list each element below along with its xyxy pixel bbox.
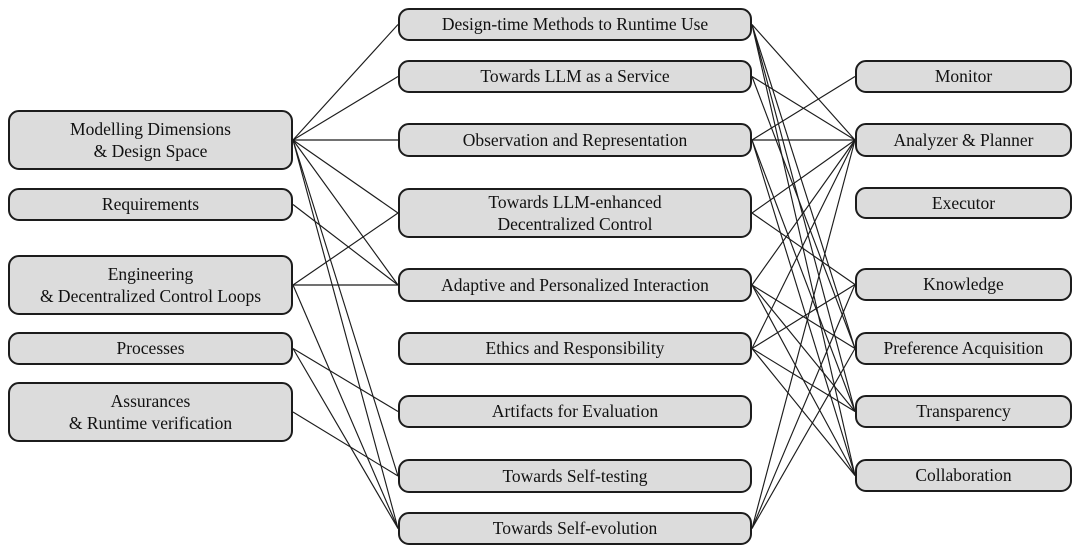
node-label: Assurances: [110, 390, 191, 411]
edge-ethics-and-responsibility--collaboration: [751, 348, 856, 476]
node-label: Observation and Representation: [462, 129, 688, 150]
node-executor: Executor: [855, 187, 1072, 219]
node-label: Preference Acquisition: [883, 338, 1044, 359]
node-collaboration: Collaboration: [855, 459, 1072, 492]
edge-modelling-dimensions-design-space--towards-llm-enhanced-decentralized-control: [292, 139, 399, 214]
edge-observation-and-representation--monitor: [751, 76, 856, 141]
node-ethics-and-responsibility: Ethics and Responsibility: [398, 332, 752, 365]
node-requirements: Requirements: [8, 188, 293, 221]
edge-processes--artifacts-for-evaluation: [292, 348, 399, 412]
edge-engineering-decentralized-control-loops--towards-self-evolution: [292, 284, 399, 529]
node-knowledge: Knowledge: [855, 268, 1072, 301]
edge-modelling-dimensions-design-space--design-time-methods-to-runtime-use: [292, 24, 399, 141]
node-label: Analyzer & Planner: [893, 129, 1034, 150]
edge-modelling-dimensions-design-space--adaptive-and-personalized-interaction: [292, 139, 399, 286]
node-label: & Runtime verification: [68, 413, 233, 433]
node-label: Engineering: [107, 263, 194, 284]
node-adaptive-and-personalized-interaction: Adaptive and Personalized Interaction: [398, 268, 752, 302]
node-analyzer-planner: Analyzer & Planner: [855, 123, 1072, 157]
edge-towards-self-evolution--analyzer-planner: [751, 139, 856, 529]
edge-processes--towards-self-evolution: [292, 348, 399, 529]
node-label: Knowledge: [923, 274, 1004, 295]
edge-observation-and-representation--transparency: [751, 139, 856, 412]
edge-observation-and-representation--collaboration: [751, 139, 856, 476]
node-label: & Decentralized Control Loops: [39, 286, 262, 306]
node-artifacts-for-evaluation: Artifacts for Evaluation: [398, 395, 752, 428]
edge-design-time-methods-to-runtime-use--transparency: [751, 24, 856, 412]
edge-modelling-dimensions-design-space--towards-self-testing: [292, 139, 399, 477]
node-label: Modelling Dimensions: [70, 118, 231, 139]
node-label: Processes: [116, 338, 185, 359]
node-label: Decentralized Control: [497, 214, 653, 234]
edge-engineering-decentralized-control-loops--towards-llm-enhanced-decentralized-control: [292, 212, 399, 286]
node-observation-and-representation: Observation and Representation: [398, 123, 752, 157]
node-label: Requirements: [101, 194, 200, 215]
node-towards-self-evolution: Towards Self-evolution: [398, 512, 752, 545]
node-label: Monitor: [934, 66, 993, 87]
node-label: Artifacts for Evaluation: [491, 401, 659, 422]
edge-ethics-and-responsibility--analyzer-planner: [751, 139, 856, 349]
node-monitor: Monitor: [855, 60, 1072, 93]
node-label: Executor: [931, 192, 996, 213]
edge-adaptive-and-personalized-interaction--analyzer-planner: [751, 139, 856, 286]
edge-adaptive-and-personalized-interaction--transparency: [751, 284, 856, 412]
node-label: Towards Self-testing: [502, 465, 648, 486]
edge-ethics-and-responsibility--transparency: [751, 348, 856, 412]
node-preference-acquisition: Preference Acquisition: [855, 332, 1072, 365]
node-assurances-runtime-verification: Assurances& Runtime verification: [8, 382, 293, 442]
edge-assurances-runtime-verification--towards-self-testing: [292, 411, 399, 477]
node-label: & Design Space: [93, 141, 208, 161]
edge-requirements--adaptive-and-personalized-interaction: [292, 204, 399, 286]
edge-design-time-methods-to-runtime-use--preference-acquisition: [751, 24, 856, 349]
node-label: Towards LLM-enhanced: [488, 191, 662, 212]
node-label: Collaboration: [915, 465, 1012, 486]
edge-ethics-and-responsibility--knowledge: [751, 284, 856, 349]
edge-towards-llm-enhanced-decentralized-control--analyzer-planner: [751, 139, 856, 214]
edge-towards-self-evolution--preference-acquisition: [751, 348, 856, 529]
node-label: Ethics and Responsibility: [485, 338, 665, 359]
node-label: Transparency: [916, 401, 1011, 422]
node-label: Towards Self-evolution: [492, 518, 658, 539]
node-towards-llm-as-a-service: Towards LLM as a Service: [398, 60, 752, 93]
node-transparency: Transparency: [855, 395, 1072, 428]
edge-modelling-dimensions-design-space--towards-llm-as-a-service: [292, 76, 399, 141]
node-processes: Processes: [8, 332, 293, 365]
edge-design-time-methods-to-runtime-use--analyzer-planner: [751, 24, 856, 141]
edge-towards-llm-enhanced-decentralized-control--knowledge: [751, 212, 856, 285]
node-engineering-decentralized-control-loops: Engineering& Decentralized Control Loops: [8, 255, 293, 315]
node-label: Adaptive and Personalized Interaction: [441, 274, 709, 295]
node-design-time-methods-to-runtime-use: Design-time Methods to Runtime Use: [398, 8, 752, 41]
node-modelling-dimensions-design-space: Modelling Dimensions& Design Space: [8, 110, 293, 170]
node-towards-self-testing: Towards Self-testing: [398, 459, 752, 493]
node-label: Towards LLM as a Service: [480, 66, 670, 87]
edge-modelling-dimensions-design-space--towards-self-evolution: [292, 139, 399, 529]
edge-towards-self-evolution--knowledge: [751, 284, 856, 529]
node-label: Design-time Methods to Runtime Use: [441, 14, 709, 35]
